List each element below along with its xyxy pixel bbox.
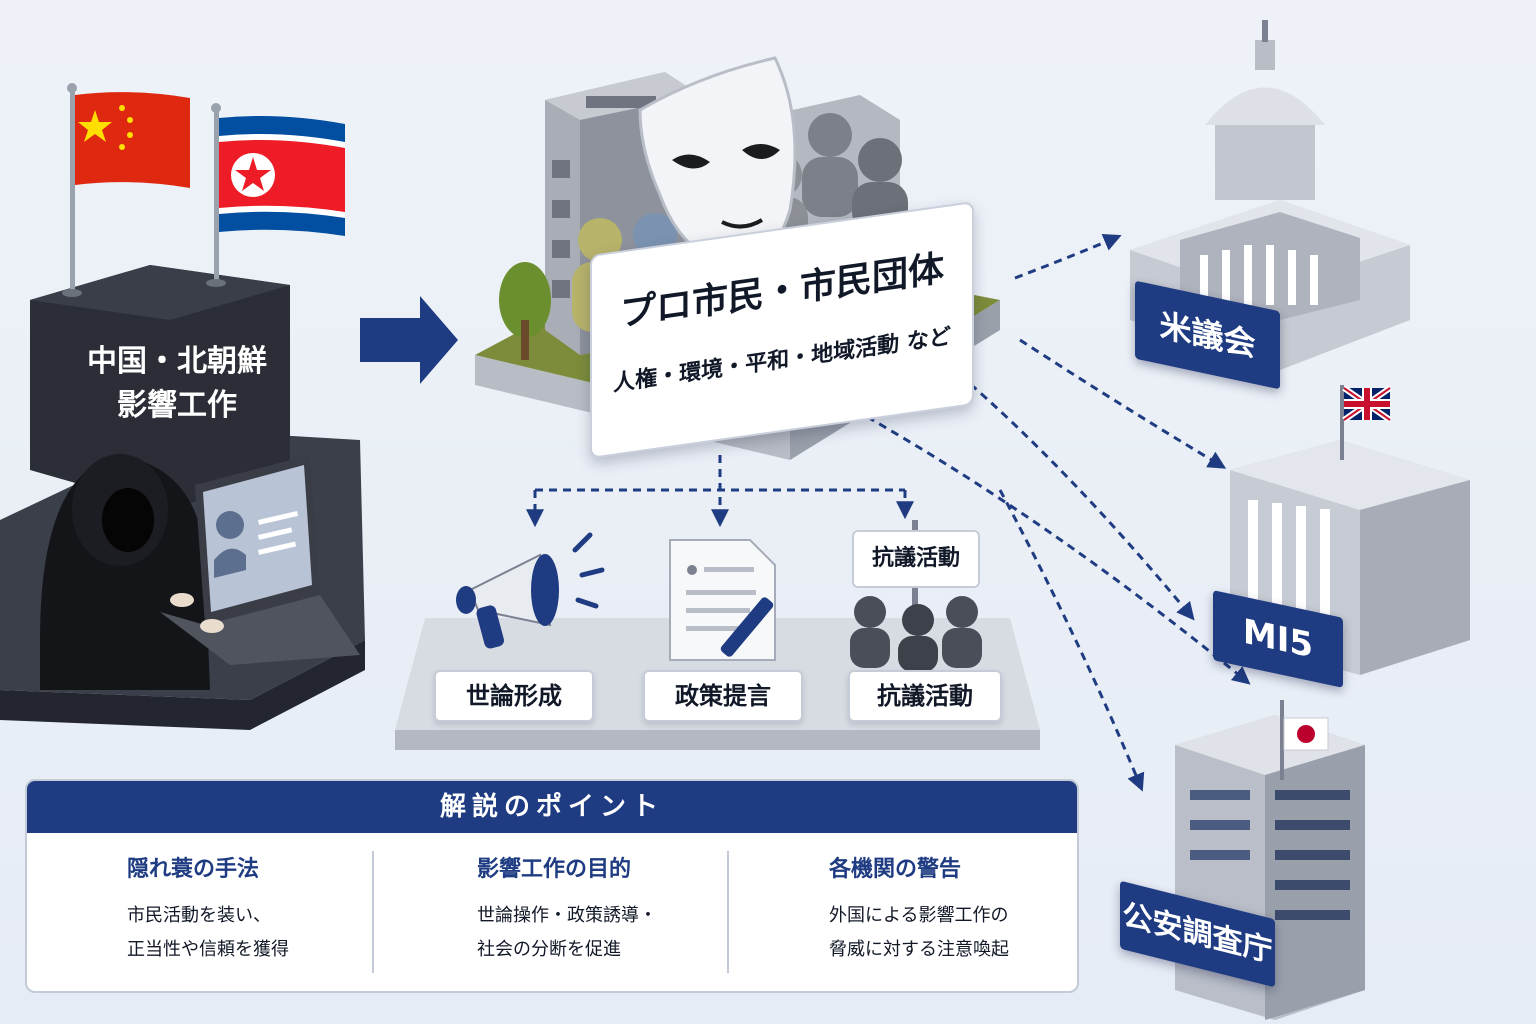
point-text: 市民活動を装い、 正当性や信頼を獲得 (127, 899, 289, 967)
laptop-icon (160, 455, 360, 665)
agency-arrows (854, 233, 1251, 792)
point-text: 世論操作・政策誘導・ 社会の分断を促進 (477, 899, 657, 967)
panel-divider (727, 851, 729, 973)
point-influence-goal: 影響工作の目的 世論操作・政策誘導・ 社会の分断を促進 (377, 833, 722, 991)
activity-public-opinion: 世論形成 (434, 670, 594, 722)
china-flag-icon (62, 83, 190, 297)
japan-flag-icon (1283, 717, 1329, 751)
mi5-building-icon (1230, 385, 1470, 675)
origin-title-line2: 影響工作 (117, 388, 237, 423)
point-text-line: 脅威に対する注意喚起 (829, 939, 1009, 960)
protest-sign: 抗議活動 (852, 530, 980, 588)
point-text-line: 世論操作・政策誘導・ (477, 905, 657, 926)
point-cover-method: 隠れ蓑の手法 市民活動を装い、 正当性や信頼を獲得 (27, 833, 372, 991)
point-text: 外国による影響工作の 脅威に対する注意喚起 (829, 899, 1009, 967)
point-title: 隠れ蓑の手法 (127, 857, 260, 882)
protest-crowd-icon (850, 520, 982, 672)
point-agency-warning: 各機関の警告 外国による影響工作の 脅威に対する注意喚起 (729, 833, 1074, 991)
origin-title: 中国・北朝鮮 影響工作 (72, 340, 282, 428)
point-title: 影響工作の目的 (477, 857, 632, 882)
point-text-line: 社会の分断を促進 (477, 939, 621, 960)
north-korea-flag-icon (206, 103, 345, 287)
megaphone-icon (456, 532, 605, 649)
activity-arrows (526, 455, 914, 528)
point-title: 各機関の警告 (829, 857, 962, 882)
uk-flag-icon (1342, 385, 1392, 423)
panel-divider (372, 851, 374, 973)
hooded-operator-icon (40, 454, 215, 690)
panel-title: 解説のポイント (27, 781, 1077, 833)
point-text-line: 外国による影響工作の (829, 905, 1009, 926)
activity-policy-proposal: 政策提言 (643, 670, 803, 722)
point-text-line: 正当性や信頼を獲得 (127, 939, 289, 960)
explanation-panel: 解説のポイント 隠れ蓑の手法 市民活動を装い、 正当性や信頼を獲得 影響工作の目… (25, 779, 1079, 993)
point-text-line: 市民活動を装い、 (127, 905, 271, 926)
document-pen-icon (669, 539, 776, 661)
main-flow-arrow (360, 296, 458, 384)
activity-protest: 抗議活動 (848, 670, 1002, 722)
origin-title-line1: 中国・北朝鮮 (87, 344, 267, 379)
